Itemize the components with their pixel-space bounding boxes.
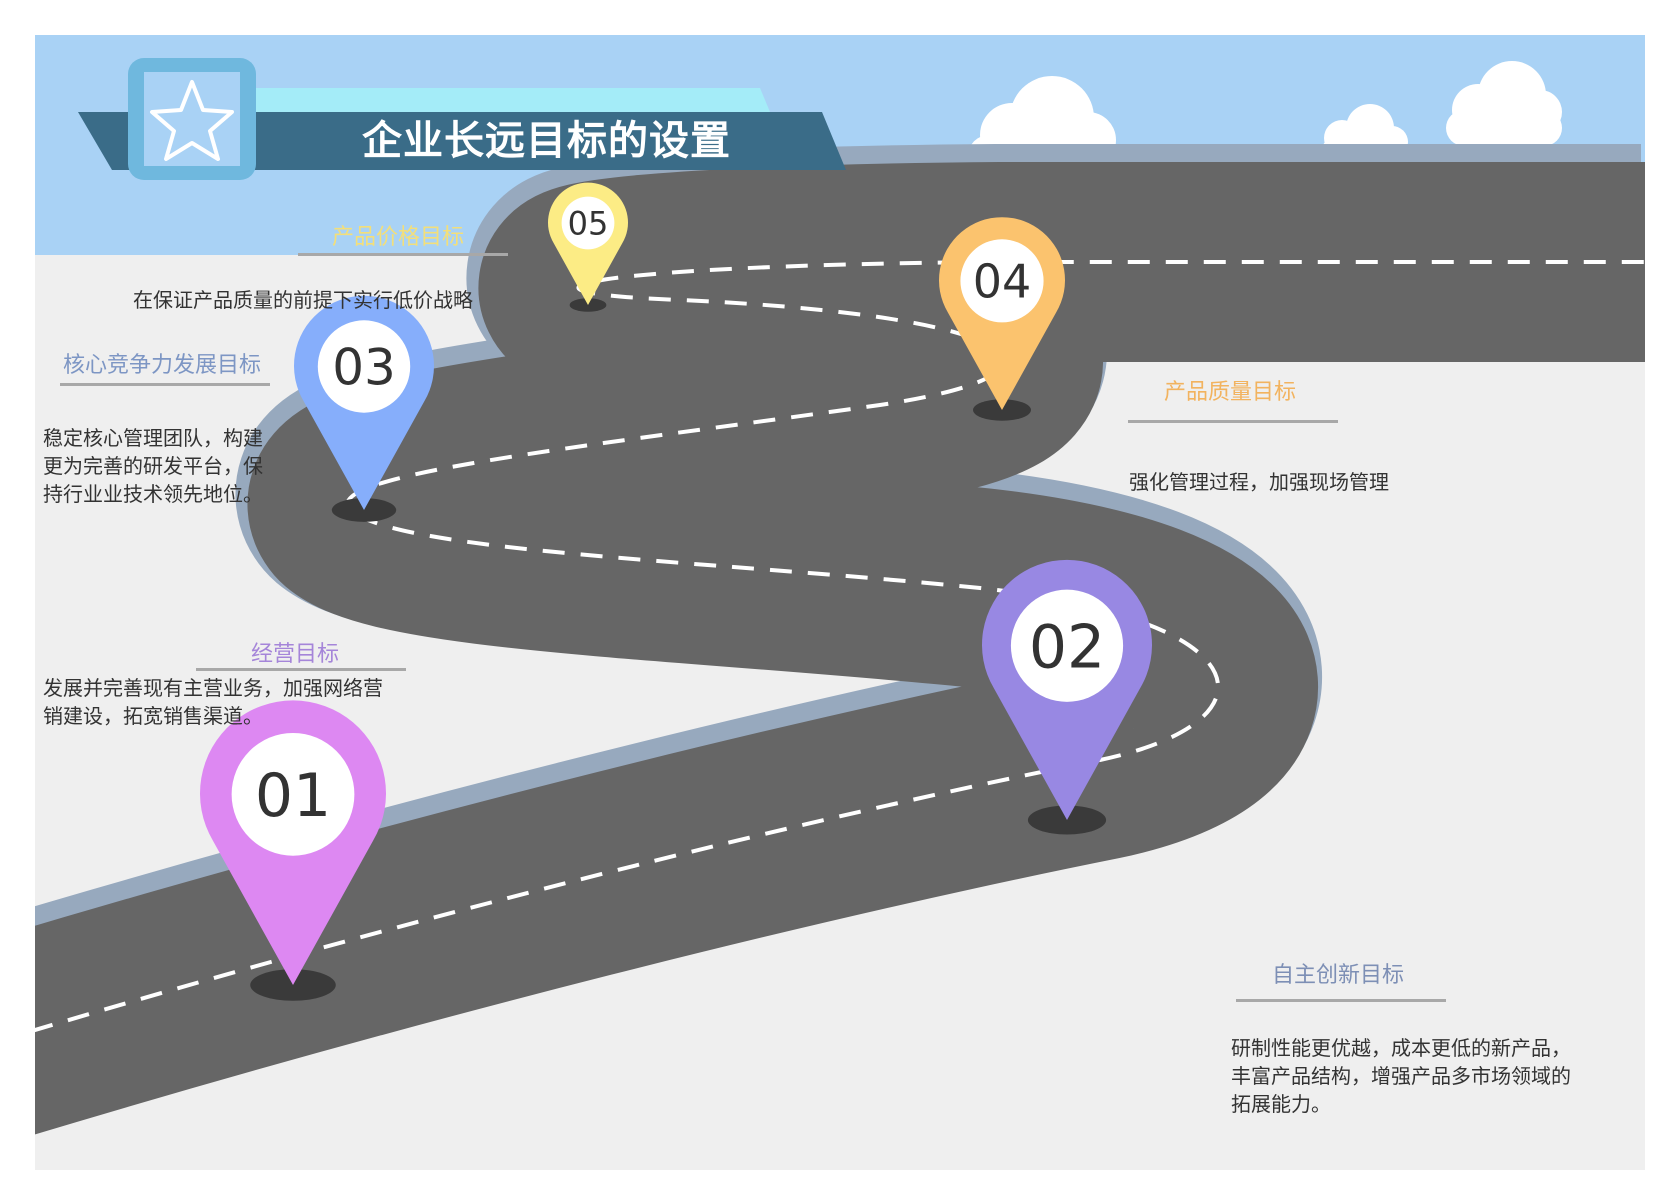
goal-rule-01 xyxy=(196,668,406,671)
goal-desc-line: 在保证产品质量的前提下实行低价战略 xyxy=(133,288,473,312)
goal-desc-line: 稳定核心管理团队，构建 xyxy=(43,426,263,450)
goal-desc-line: 拓展能力。 xyxy=(1231,1092,1331,1116)
location-pin-icon: 04 xyxy=(939,217,1065,421)
goal-title-02: 自主创新目标 xyxy=(1272,963,1405,988)
pin-center xyxy=(960,239,1044,323)
goal-rule-04 xyxy=(1128,420,1338,423)
pin-center xyxy=(231,732,355,856)
goal-desc-line: 强化管理过程，加强现场管理 xyxy=(1129,470,1389,494)
goal-desc-02: 研制性能更优越，成本更低的新产品， 丰富产品结构，增强产品多市场领域的 拓展能力… xyxy=(1231,1034,1571,1118)
goal-desc-line: 研制性能更优越，成本更低的新产品， xyxy=(1231,1036,1571,1060)
pin-number: 01 xyxy=(255,761,331,831)
goal-desc-line: 销建设，拓宽销售渠道。 xyxy=(43,704,263,728)
title-banner xyxy=(78,88,846,170)
pin-center xyxy=(561,196,615,250)
location-pin-icon: 02 xyxy=(982,559,1152,835)
pin-center xyxy=(317,320,411,413)
goal-title-04: 产品质量目标 xyxy=(1164,380,1297,405)
page-title: 企业长远目标的设置 xyxy=(362,118,731,164)
pin-number: 04 xyxy=(973,254,1032,308)
pin-number: 05 xyxy=(568,205,609,243)
goal-title-01: 经营目标 xyxy=(251,642,340,667)
badge xyxy=(128,58,256,180)
location-pin-icon: 01 xyxy=(199,700,386,1001)
goal-rule-02 xyxy=(1236,999,1446,1002)
goal-desc-line: 持行业业技术领先地位。 xyxy=(43,482,263,506)
goal-desc-01: 发展并完善现有主营业务，加强网络营 销建设，拓宽销售渠道。 xyxy=(43,674,383,730)
star-icon xyxy=(150,80,234,161)
pin-number: 03 xyxy=(332,339,396,397)
goal-rule-03 xyxy=(60,383,270,386)
goal-title-05: 产品价格目标 xyxy=(332,225,465,250)
goal-desc-line: 发展并完善现有主营业务，加强网络营 xyxy=(43,676,383,700)
location-pin-icon: 03 xyxy=(294,295,434,522)
goal-rule-05 xyxy=(298,253,508,256)
location-pin-icon: 05 xyxy=(548,182,628,312)
goal-desc-line: 丰富产品结构，增强产品多市场领域的 xyxy=(1231,1064,1571,1088)
goal-desc-05: 在保证产品质量的前提下实行低价战略 xyxy=(133,286,473,314)
goal-title-03: 核心竞争力发展目标 xyxy=(63,353,262,378)
goal-desc-03: 稳定核心管理团队，构建 更为完善的研发平台，保 持行业业技术领先地位。 xyxy=(43,424,263,508)
cloud xyxy=(1446,61,1562,146)
goal-desc-line: 更为完善的研发平台，保 xyxy=(43,454,263,478)
goal-desc-04: 强化管理过程，加强现场管理 xyxy=(1129,468,1389,496)
pin-center xyxy=(1010,589,1124,702)
pin-number: 02 xyxy=(1029,612,1105,682)
